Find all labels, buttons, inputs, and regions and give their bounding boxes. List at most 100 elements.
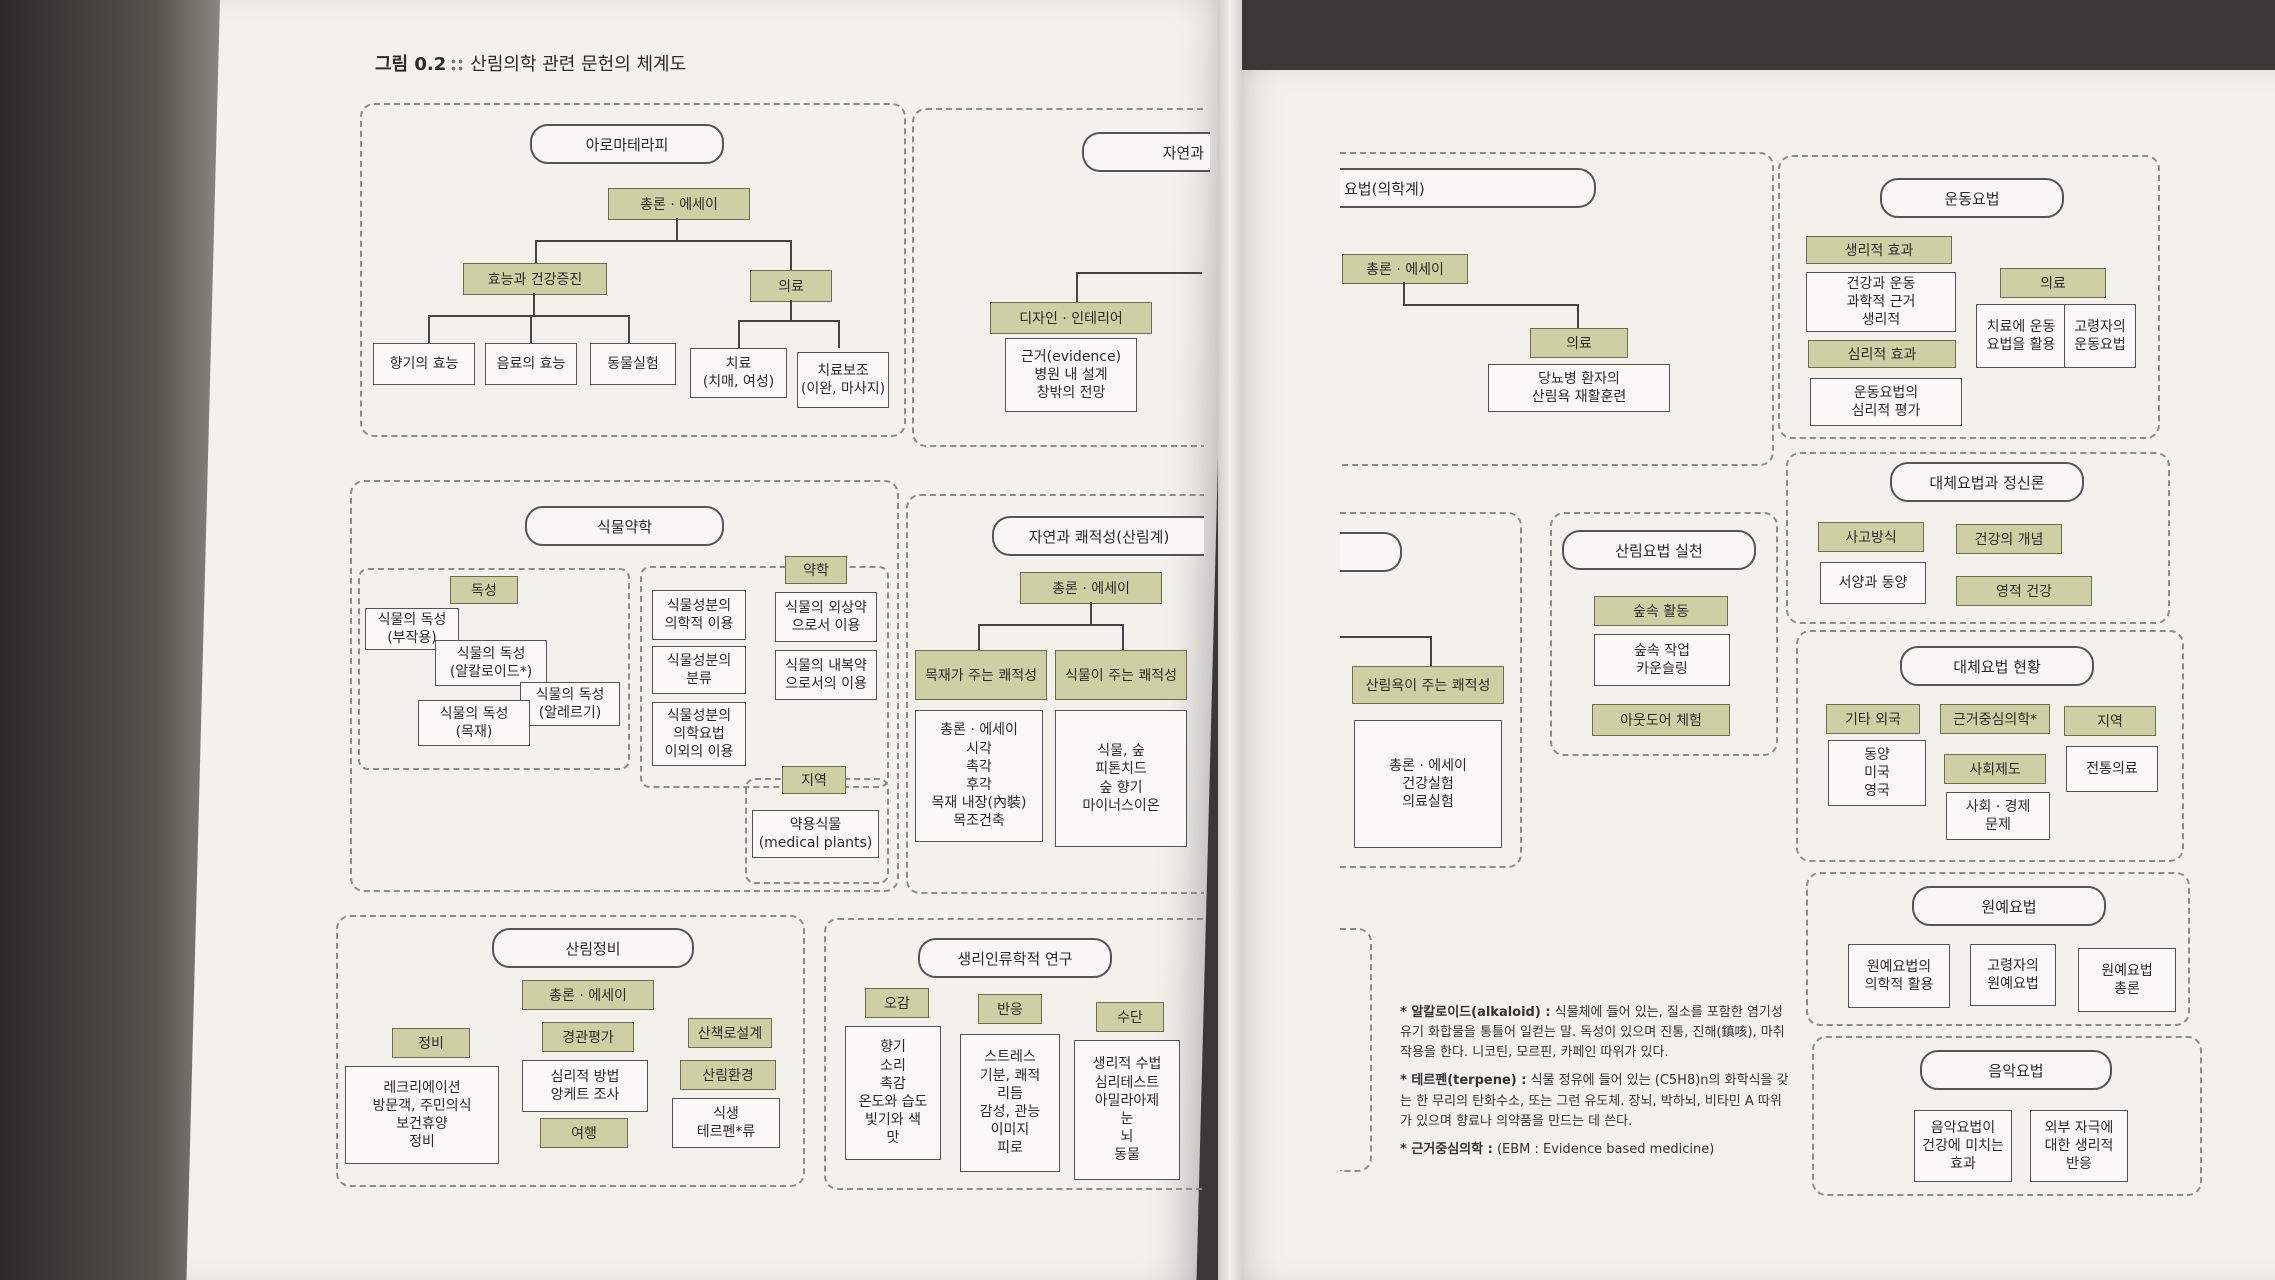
aromatherapy-title: 아로마테라피 [530,124,724,164]
trail-tag: 산책로설계 [688,1018,772,1048]
connector [530,315,532,343]
footnotes: * 알칼로이드(alkaloid) : 식물체에 들어 있는, 질소를 포함한 … [1400,1003,1790,1168]
connector [1076,272,1078,302]
toxicity-tag: 독성 [450,576,518,604]
connector [738,320,740,348]
connector [978,624,1124,626]
plant-comfort-box: 식물, 숲 피톤치드 숲 향기 마이너스이온 [1055,710,1187,847]
physio-anthro-title: 생리인류학적 연구 [918,938,1112,978]
connector [1076,272,1202,274]
pharmacy-box: 식물의 내복약 으로서의 이용 [775,650,877,700]
connector [628,315,630,343]
toxicity-box: 식물의 독성 (알칼로이드*) [435,640,547,686]
diabetes-box: 당뇨병 환자의 산림욕 재활훈련 [1488,364,1670,412]
response-tag: 반응 [978,994,1042,1024]
pharmacy-box: 식물성분의 분류 [652,646,746,694]
connector [790,300,792,320]
maint-box: 레크리에이션 방문객, 주민의식 보건휴양 정비 [345,1066,499,1164]
veg-box: 식생 테르펜*류 [672,1098,780,1148]
forest-work-box: 숲속 작업 카운슬링 [1594,634,1730,686]
physio-anthro-panel [824,918,1204,1190]
connector [978,624,980,650]
connector [1403,282,1405,306]
physio-effect-box: 건강과 운동 과학적 근거 생리적 [1806,272,1956,332]
forest-bath-comfort-tag: 산림욕이 주는 쾌적성 [1352,666,1504,704]
connector [533,293,535,315]
alt-region-tag: 지역 [2064,706,2156,736]
forest-practice-panel [1550,512,1778,756]
music-title: 음악요법 [1920,1050,2112,1090]
health-concept-tag: 건강의 개념 [1956,524,2062,554]
nature-comfort-panel [906,494,1204,894]
horti-panel [1806,872,2190,1026]
response-box: 스트레스 기분, 쾌적 리듬 감성, 관능 이미지 피로 [960,1034,1060,1172]
horti-title: 원예요법 [1912,886,2106,926]
alt-status-panel [1796,630,2184,862]
forest-practice-title: 산림요법 실천 [1562,530,1756,570]
toxicity-group [358,568,630,770]
forest-plan-panel [336,915,805,1187]
footnote-ebm: * 근거중심의학 : (EBM : Evidence based medicin… [1400,1141,1715,1157]
pharmacy-box: 식물성분의 의학요법 이외의 이용 [652,702,746,766]
connector [790,240,792,270]
senses-tag: 오감 [865,988,929,1018]
book-spine [1218,0,1242,1280]
pharmacy-box: 식물의 외상약 으로서 이용 [775,592,877,642]
east-west-box: 서양과 동양 [1820,562,1926,604]
socio-econ-box: 사회 · 경제 문제 [1946,792,2050,840]
maint-tag: 정비 [392,1028,470,1058]
book-cover-edge [0,0,220,1280]
senses-box: 향기 소리 촉감 온도와 습도 빛기와 색 맛 [845,1026,941,1160]
connector [1430,636,1432,666]
partial-panel [1340,928,1372,1172]
countries-box: 동양 미국 영국 [1828,740,1926,806]
wood-comfort-box: 총론 · 에세이 시각 촉각 후각 목재 내장(內裝) 목조건축 [915,710,1043,842]
exercise-med-box: 치료에 운동 요법을 활용 [1976,304,2066,368]
alt-mind-panel [1786,452,2170,624]
figure-label: 그림 0.2 [375,54,447,75]
nature-design-panel [912,108,1204,447]
connector [428,315,430,343]
connector [1340,636,1430,638]
ebm-tag: 근거중심의학* [1940,704,2050,734]
pharmacy-box: 식물성분의 의학적 이용 [652,590,746,640]
forest-bath-pill [1340,532,1402,572]
horti-box: 고령자의 원예요법 [1970,944,2056,1006]
connector [535,240,792,242]
wood-comfort-tag: 목재가 주는 쾌적성 [915,650,1047,700]
music-box: 외부 자극에 대한 생리적 반응 [2030,1110,2128,1182]
therapy-medicine-title: 요법(의학계) [1340,168,1596,208]
outdoor-tag: 아웃도어 체험 [1592,704,1730,736]
travel-tag: 여행 [540,1118,628,1148]
design-evidence-box: 근거(evidence) 병원 내 설계 창밖의 전망 [1005,338,1137,412]
thinking-tag: 사고방식 [1818,522,1924,552]
eval-tag: 경관평가 [542,1022,634,1052]
traditional-medicine-box: 전통의료 [2066,746,2158,792]
toxicity-box: 식물의 독성 (부작용) [365,608,459,650]
connector [535,240,537,264]
botany-title: 식물약학 [525,506,724,546]
pharmacy-group [640,566,889,788]
connector [1090,602,1092,624]
connector [838,320,840,348]
aroma-item: 동물실험 [590,343,676,385]
forest-activity-tag: 숲속 활동 [1594,596,1728,626]
exercise-med-box: 고령자의 운동요법 [2064,304,2136,368]
aroma-item: 치료보조 (이완, 마사지) [797,352,889,408]
dots-icon [450,58,465,72]
footnote-alkaloid: * 알칼로이드(alkaloid) : 식물체에 들어 있는, 질소를 포함한 … [1400,1005,1785,1061]
exercise-medical-tag: 의료 [2000,268,2106,298]
physio-effect-tag: 생리적 효과 [1806,236,1952,264]
medical-plants-box: 약용식물 (medical plants) [752,810,879,858]
means-tag: 수단 [1096,1002,1164,1032]
spiritual-health-tag: 영적 건강 [1956,576,2092,606]
therapy-general-tag: 총론 · 에세이 [1342,254,1468,284]
toxicity-box: 식물의 독성 (알레르기) [520,682,620,726]
psych-effect-box: 운동요법의 심리적 평가 [1810,378,1962,426]
music-panel [1812,1036,2202,1196]
connector [1403,304,1579,306]
alt-status-title: 대체요법 현황 [1900,646,2094,686]
psych-effect-tag: 심리적 효과 [1808,340,1956,368]
connector [1577,304,1579,330]
